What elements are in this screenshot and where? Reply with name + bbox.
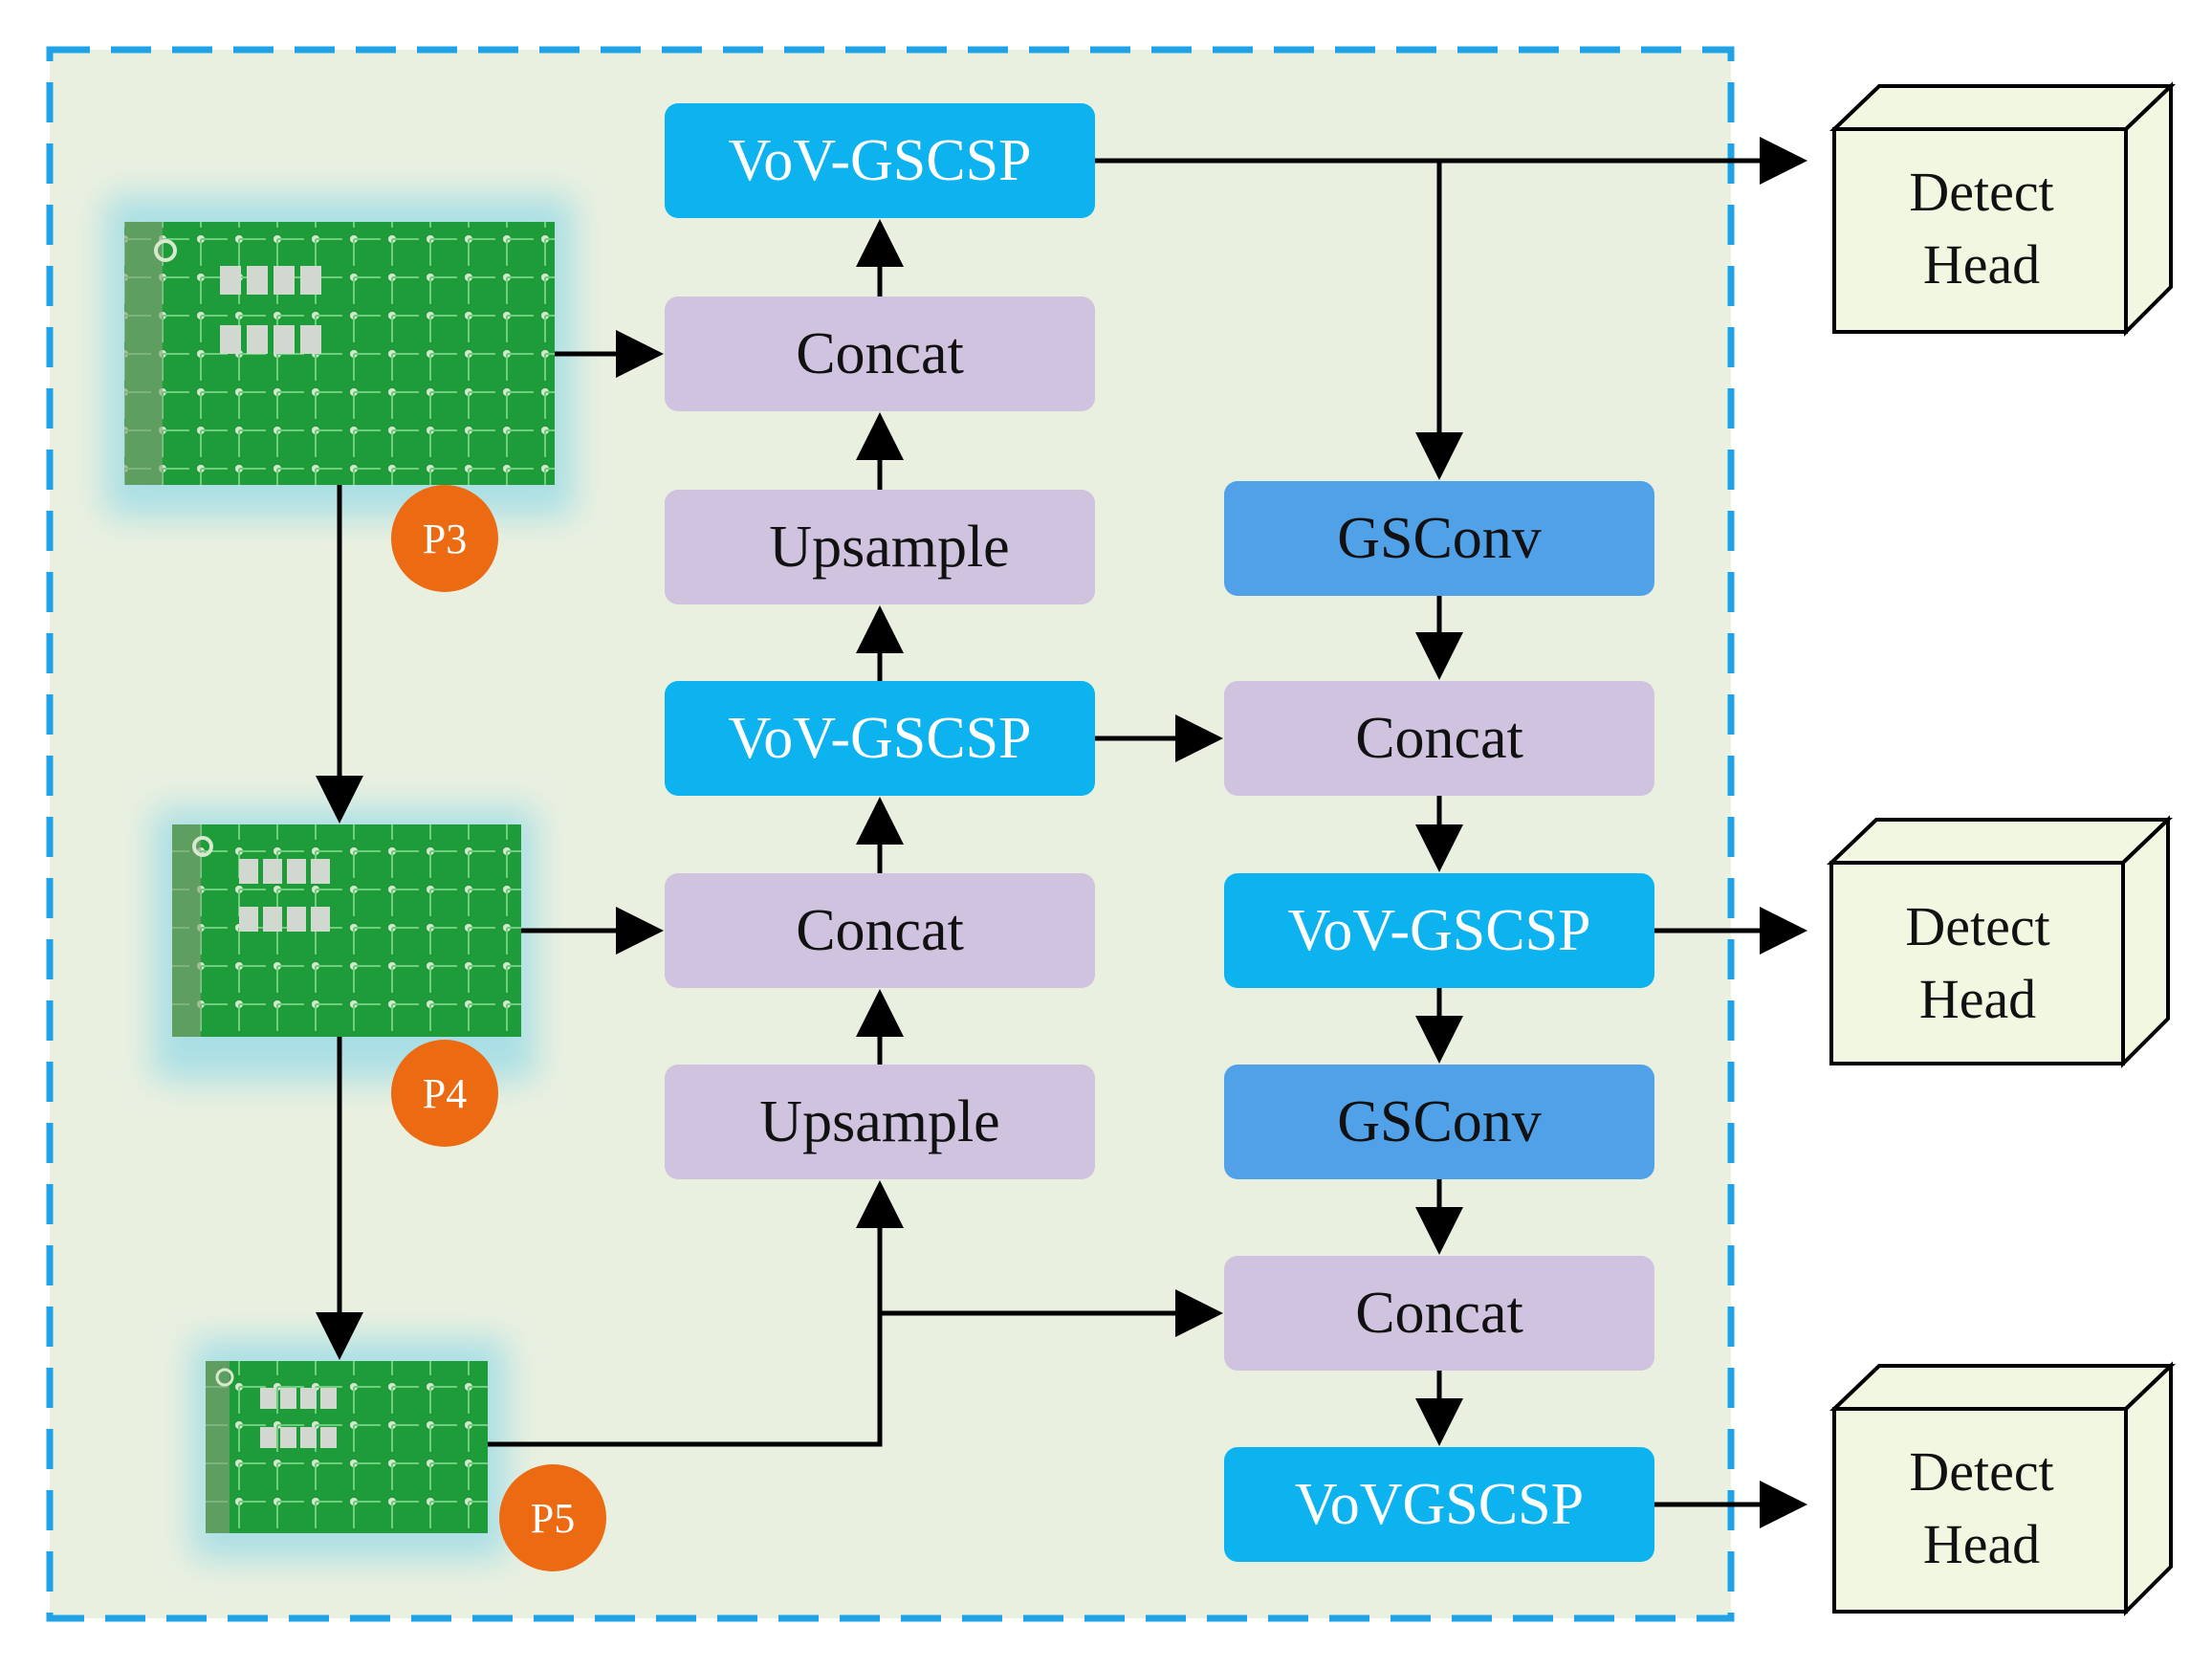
badge-p5	[499, 1464, 606, 1571]
arrow-p5-to-upsample	[488, 1180, 904, 1447]
detect-head-3-line1: Detect	[1909, 1440, 2053, 1503]
left-upsample-top-label: Upsample	[769, 515, 1009, 580]
detect-head-3: Detect Head	[1829, 1361, 2176, 1616]
right-vov-bottom-block: VoVGSCSP	[1224, 1447, 1654, 1562]
left-upsample-bottom-block: Upsample	[665, 1065, 1095, 1179]
connection-arrows	[316, 137, 1807, 1528]
right-concat-bottom-label: Concat	[1355, 1281, 1523, 1346]
pcb-image-p3	[124, 222, 555, 485]
left-vov-mid-block: VoV-GSCSP	[665, 681, 1095, 796]
left-concat-mid-block: Concat	[665, 873, 1095, 988]
badge-p3	[391, 485, 498, 592]
left-vov-top-block: VoV-GSCSP	[665, 103, 1095, 218]
input-p4: P4	[153, 808, 536, 1147]
right-vov-bottom-label: VoVGSCSP	[1295, 1472, 1584, 1537]
detect-head-1: Detect Head	[1829, 81, 2176, 337]
left-upsample-top-block: Upsample	[665, 490, 1095, 604]
badge-p4	[391, 1040, 498, 1147]
left-concat-top-block: Concat	[665, 296, 1095, 411]
detect-head-2-line2: Head	[1919, 968, 2036, 1030]
right-gsconv-top-block: GSConv	[1224, 481, 1654, 596]
right-gsconv-bottom-label: GSConv	[1337, 1089, 1542, 1154]
left-vov-top-label: VoV-GSCSP	[728, 128, 1031, 193]
right-concat-top-block: Concat	[1224, 681, 1654, 796]
right-concat-bottom-block: Concat	[1224, 1256, 1654, 1371]
badge-label-p5: P5	[531, 1495, 575, 1542]
right-concat-top-label: Concat	[1355, 706, 1523, 771]
left-concat-top-label: Concat	[796, 321, 964, 386]
detect-head-2: Detect Head	[1827, 815, 2173, 1068]
pcb-image-p5	[206, 1361, 488, 1533]
left-upsample-bottom-label: Upsample	[759, 1089, 999, 1154]
badge-label-p4: P4	[423, 1070, 467, 1117]
detect-head-1-line1: Detect	[1909, 161, 2053, 223]
pcb-image-p4	[172, 824, 521, 1037]
input-p3: P3	[105, 196, 574, 592]
left-concat-mid-label: Concat	[796, 898, 964, 963]
detect-head-3-line2: Head	[1923, 1513, 2040, 1575]
right-vov-mid-block: VoV-GSCSP	[1224, 873, 1654, 988]
left-vov-mid-label: VoV-GSCSP	[728, 706, 1031, 771]
right-gsconv-bottom-block: GSConv	[1224, 1065, 1654, 1179]
detect-head-2-line1: Detect	[1905, 895, 2049, 957]
badge-label-p3: P3	[423, 516, 467, 562]
input-p5: P5	[191, 1339, 606, 1571]
right-gsconv-top-label: GSConv	[1337, 506, 1542, 571]
detect-head-1-line2: Head	[1923, 233, 2040, 296]
right-vov-mid-label: VoV-GSCSP	[1287, 898, 1590, 963]
